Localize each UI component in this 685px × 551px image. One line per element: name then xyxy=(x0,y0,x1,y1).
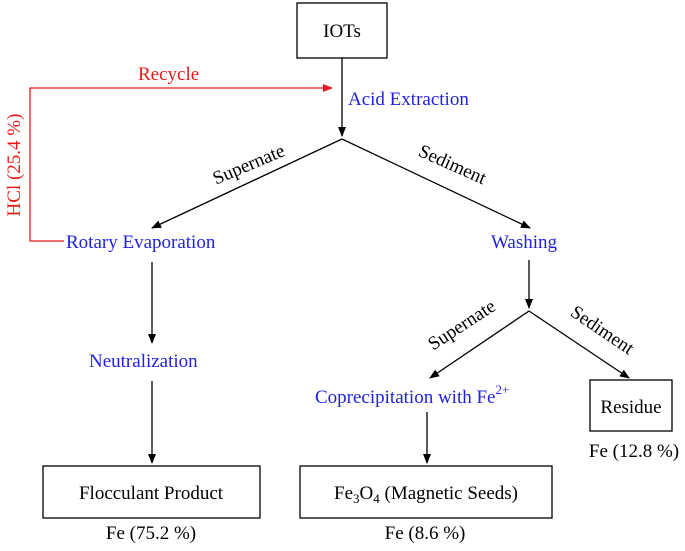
arrow-to-residue xyxy=(528,310,630,379)
fe3o4-sub-4: 4 xyxy=(373,491,380,506)
flocculant-product-label: Flocculant Product xyxy=(79,483,224,504)
arrow-to-washing xyxy=(341,138,531,229)
fe3o4-yield: Fe (8.6 %) xyxy=(385,523,466,544)
recycle-label: Recycle xyxy=(138,64,199,85)
fe3o4-sub-3: 3 xyxy=(353,491,360,506)
edge-label-sediment-2: Sediment xyxy=(566,302,638,360)
edge-label-sediment-1: Sediment xyxy=(415,141,490,190)
rotary-evaporation-label: Rotary Evaporation xyxy=(66,232,216,253)
neutralization-label: Neutralization xyxy=(89,351,198,372)
fe3o4-label: Fe3O4 (Magnetic Seeds) xyxy=(334,483,518,506)
coprecipitation-text: Coprecipitation with Fe xyxy=(315,387,495,408)
iots-label: IOTs xyxy=(323,21,361,42)
fe3o4-fe: Fe xyxy=(334,483,353,504)
coprecipitation-superscript: 2+ xyxy=(495,382,509,397)
recycle-loop-arrow xyxy=(29,84,333,242)
acid-extraction-label: Acid Extraction xyxy=(348,89,469,110)
residue-box xyxy=(589,379,673,432)
arrow-to-coprecipitation xyxy=(429,310,530,379)
fe3o4-box xyxy=(299,465,553,519)
hcl-label: HCl (25.4 %) xyxy=(4,114,25,217)
flocculant-yield: Fe (75.2 %) xyxy=(106,523,196,544)
edge-label-supernate-2: Supernate xyxy=(424,296,499,355)
arrow-to-rotary-evaporation xyxy=(151,138,343,229)
flocculant-product-box xyxy=(42,465,261,519)
iots-box xyxy=(296,2,388,59)
fe3o4-o: O xyxy=(360,483,374,504)
residue-label: Residue xyxy=(600,397,661,418)
coprecipitation-label: Coprecipitation with Fe2+ xyxy=(315,382,509,408)
washing-label: Washing xyxy=(491,232,558,253)
fe3o4-rest: (Magnetic Seeds) xyxy=(380,483,518,504)
residue-yield: Fe (12.8 %) xyxy=(589,441,679,462)
